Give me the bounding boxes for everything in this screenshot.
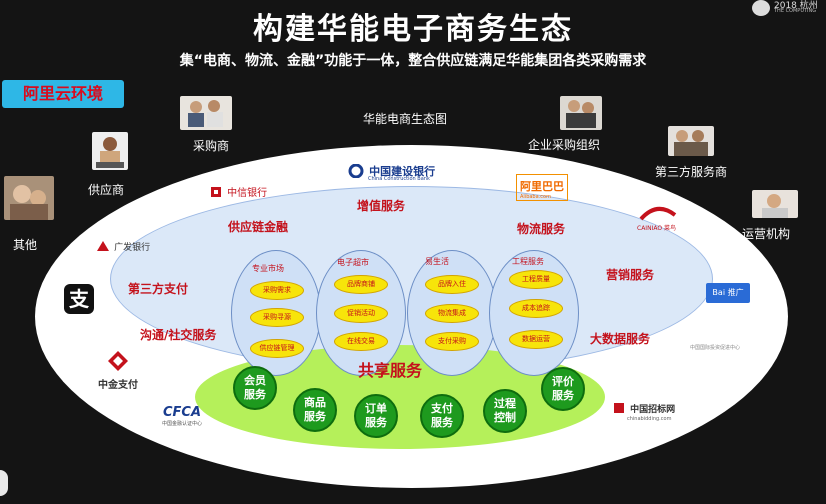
value-added-service: 增值服务	[357, 199, 406, 213]
cainiao-icon	[639, 207, 677, 221]
brand-year: 2018 杭州	[774, 1, 818, 11]
market-item: 品牌入住	[425, 275, 479, 294]
enterprise-photo	[560, 96, 602, 130]
shared-service-member: 会员服务	[233, 366, 277, 410]
cfca-sub: 中国金融认证中心	[162, 421, 203, 427]
alibaba-name: 阿里巴巴	[520, 180, 564, 193]
buyer-label: 采购商	[193, 139, 230, 153]
page-title: 构建华能电子商务生态	[253, 12, 573, 47]
chinabidding-logo: 中国招标网 chinabidding.com	[613, 397, 675, 422]
market-item: 采购寻源	[250, 308, 304, 327]
cfca-name: CFCA	[162, 405, 202, 420]
chinabidding-sub: chinabidding.com	[627, 416, 672, 422]
cainiao-name: CAINIAO 菜鸟	[637, 225, 676, 232]
chinabidding-name: 中国招标网	[630, 405, 676, 415]
cfca-logo: CFCA 中国金融认证中心	[162, 405, 202, 427]
alibaba-english: Alibaba.com	[520, 194, 551, 200]
ccb-name: 中国建设银行	[369, 165, 436, 178]
third-party-photo	[668, 126, 714, 156]
market-item: 促销活动	[334, 304, 388, 323]
marketing-service: 营销服务	[606, 268, 655, 282]
shared-service-payment: 支付服务	[420, 394, 464, 438]
ccb-icon	[348, 163, 364, 178]
logistics-service: 物流服务	[517, 222, 566, 236]
chinabidding-icon	[614, 402, 624, 413]
third-party-label: 第三方服务商	[655, 165, 728, 179]
cpcn-icon	[108, 351, 128, 371]
market-item: 品牌商铺	[334, 275, 388, 294]
market-supermarket	[316, 250, 406, 376]
supplier-photo	[92, 132, 128, 170]
citic-icon	[211, 186, 221, 197]
ccb-english: China Construction Bank	[368, 176, 430, 182]
market-label: 易生活	[425, 257, 449, 266]
operator-label: 运营机构	[742, 227, 791, 241]
big-data-service: 大数据服务	[590, 332, 651, 346]
ccb-logo: 中国建设银行 China Construction Bank	[348, 160, 435, 182]
market-item: 成本追踪	[509, 299, 563, 318]
cpcn-logo: 中金支付	[93, 350, 143, 391]
market-item: 在线交易	[334, 332, 388, 351]
market-item: 数据运营	[509, 330, 563, 349]
brand-logo: 2018 杭州 THE COMPUTING	[752, 0, 826, 18]
market-label: 电子超市	[337, 258, 369, 267]
baidu-logo: Bai 推广	[706, 283, 750, 303]
shared-services-title: 共享服务	[357, 361, 422, 380]
investment-center-logo: 中国国际投资促进中心	[690, 345, 741, 351]
supply-chain-finance: 供应链金融	[228, 220, 289, 234]
cgb-logo: 广发银行	[97, 235, 150, 254]
supplier-label: 供应商	[88, 183, 125, 197]
cgb-name: 广发银行	[114, 243, 151, 253]
shared-service-review: 评价服务	[541, 367, 585, 411]
buyer-photo	[180, 96, 232, 130]
social-service: 沟通/社交服务	[140, 328, 217, 342]
citic-logo: 中信银行	[210, 181, 267, 200]
market-item: 工程质量	[509, 270, 563, 289]
aliyun-badge: 阿里云环境	[2, 80, 124, 108]
shared-service-process: 过程控制	[483, 389, 527, 433]
others-photo	[4, 176, 54, 220]
page-subtitle: 集“电商、物流、金融”功能于一体，整合供应链满足华能集团各类采购需求	[179, 53, 647, 69]
market-item: 采购需求	[250, 281, 304, 300]
side-indicator	[0, 470, 8, 496]
third-party-payment: 第三方支付	[128, 282, 189, 296]
alibaba-logo: 阿里巴巴 Alibaba.com	[516, 174, 568, 201]
cpcn-name: 中金支付	[98, 380, 138, 391]
ecosystem-title: 华能电商生态图	[363, 112, 448, 126]
cgb-icon	[97, 240, 109, 251]
operator-photo	[752, 190, 798, 218]
enterprise-label: 企业采购组织	[528, 138, 601, 152]
citic-name: 中信银行	[227, 188, 268, 199]
shared-service-order: 订单服务	[354, 394, 398, 438]
others-label: 其他	[13, 238, 38, 252]
brand-icon	[752, 0, 770, 16]
cainiao-logo: CAINIAO 菜鸟	[637, 205, 677, 232]
brand-sub: THE COMPUTING	[774, 8, 817, 14]
market-item: 支付采购	[425, 332, 479, 351]
market-label: 专业市场	[252, 264, 284, 273]
market-item: 物流集成	[425, 304, 479, 323]
market-item: 供应链管理	[250, 339, 304, 358]
market-label: 工程服务	[512, 257, 544, 266]
shared-service-product: 商品服务	[293, 388, 337, 432]
alipay-icon: 支	[64, 284, 94, 314]
